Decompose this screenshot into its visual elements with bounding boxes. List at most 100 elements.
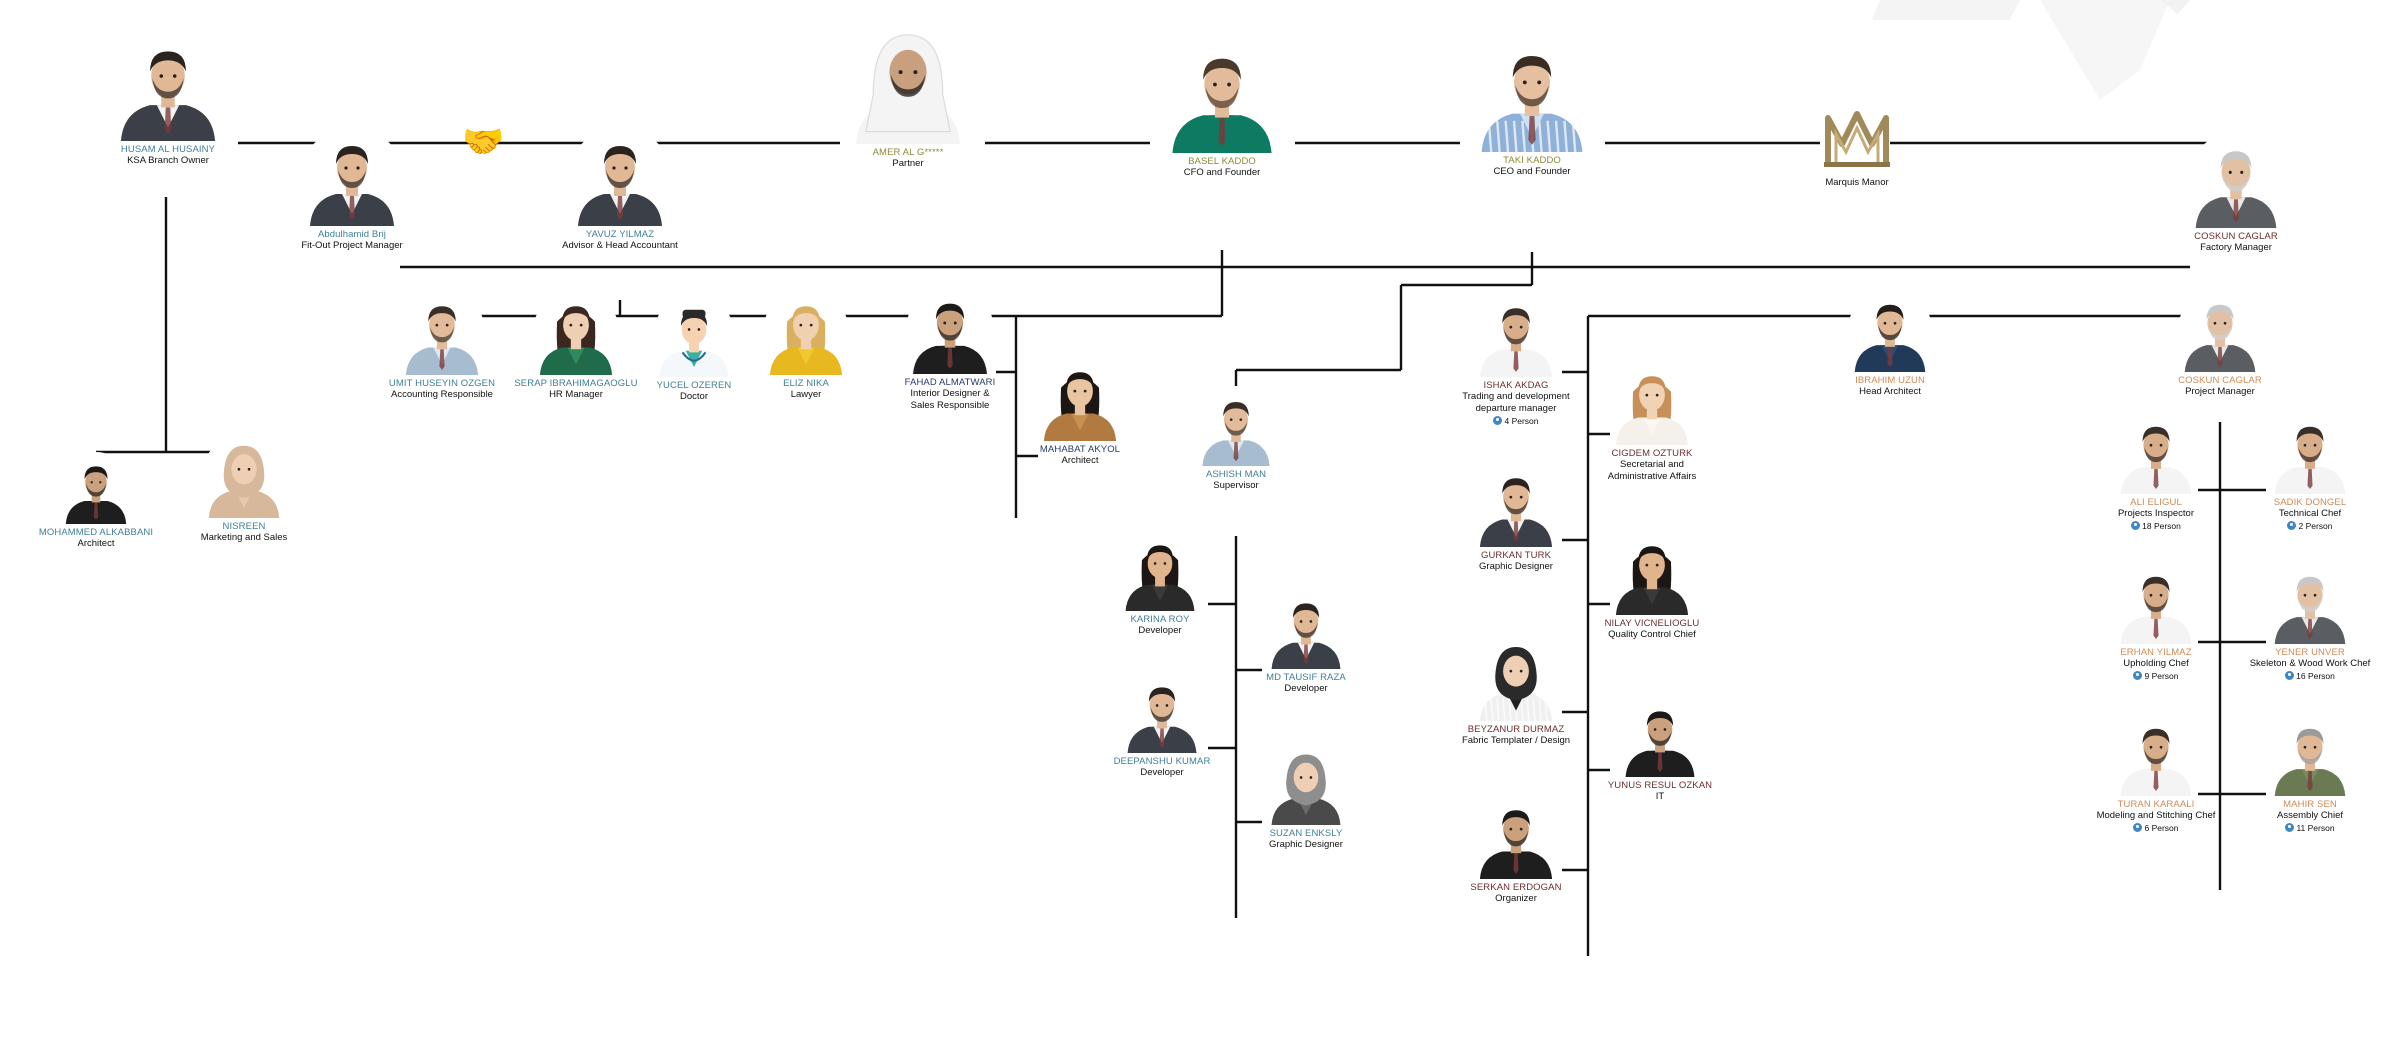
avatar	[202, 434, 286, 518]
person-name: Abdulhamid Brij	[317, 229, 387, 240]
person-role: Modeling and Stitching Chef	[2096, 810, 2216, 821]
person-role: Skeleton & Wood Work Chef	[2249, 658, 2371, 669]
marquis-manor-logo-mark	[1824, 111, 1890, 167]
person-name: YUNUS RESUL OZKAN	[1607, 780, 1713, 791]
avatar	[112, 29, 224, 141]
avatar	[2114, 560, 2198, 644]
person-name: MAHIR SEN	[2283, 799, 2337, 810]
avatar	[1473, 793, 1559, 879]
person-name: NILAY VICNELIOGLU	[1604, 618, 1700, 629]
person-name: HUSAM AL HUSAINY	[120, 144, 216, 155]
team-size: 18 Person	[2056, 521, 2256, 531]
person-role: Graphic Designer	[1479, 561, 1553, 572]
person-icon	[2133, 823, 2143, 832]
person-role: Developer	[1140, 767, 1184, 778]
person-role: Trading and development	[1462, 391, 1570, 402]
person-role: CFO and Founder	[1183, 167, 1261, 178]
avatar	[2268, 712, 2352, 796]
avatar	[763, 289, 849, 375]
person-name: SADIK DONGEL	[2273, 497, 2347, 508]
avatar	[1609, 529, 1695, 615]
person-role: Secretarial and	[1620, 459, 1684, 470]
avatar	[2268, 410, 2352, 494]
person-icon	[1493, 416, 1503, 425]
person-name: ISHAK AKDAG	[1483, 380, 1549, 391]
person-role: Factory Manager	[2200, 242, 2272, 253]
team-size-label: 2 Person	[2298, 521, 2333, 531]
person-role: IT	[1655, 791, 1665, 802]
team-size: 4 Person	[1416, 416, 1616, 426]
person-name: CIGDEM OZTURK	[1611, 448, 1693, 459]
person-role: Developer	[1138, 625, 1182, 636]
avatar	[2114, 410, 2198, 494]
person-role: KSA Branch Owner	[127, 155, 209, 166]
person-role: Architect	[1061, 455, 1099, 466]
avatar	[906, 286, 994, 374]
person-name: AMER AL G*****	[872, 147, 944, 158]
person-role: Accounting Responsible	[391, 389, 493, 400]
team-size-label: 16 Person	[2296, 671, 2335, 681]
team-size: 6 Person	[2056, 823, 2256, 833]
person-name: NISREEN	[222, 521, 266, 532]
team-size: 16 Person	[2210, 671, 2382, 681]
person-role: Lawyer	[790, 389, 822, 400]
person-role: HR Manager	[549, 389, 603, 400]
person-role: Assembly Chief	[2277, 810, 2343, 821]
person-name: ALI ELIGUL	[2130, 497, 2182, 508]
person-name: SERKAN ERDOGAN	[1470, 882, 1562, 893]
avatar	[1473, 635, 1559, 721]
person-name: YAVUZ YILMAZ	[585, 229, 655, 240]
person-name: ASHISH MAN	[1205, 469, 1267, 480]
person-name: BEYZANUR DURMAZ	[1467, 724, 1565, 735]
person-name: DEEPANSHU KUMAR	[1113, 756, 1211, 767]
avatar	[2114, 712, 2198, 796]
person-role: Project Manager	[2185, 386, 2255, 397]
person-name: TAKI KADDO	[1503, 155, 1561, 166]
person-name: TURAN KARAALI	[2117, 799, 2195, 810]
avatar	[1196, 386, 1276, 466]
person-name: COSKUN CAGLAR	[2178, 375, 2262, 386]
person-name: SERAP IBRAHIMAGAOGLU	[514, 378, 638, 389]
avatar	[1121, 671, 1203, 753]
avatar	[570, 126, 670, 226]
person-role-line2: Administrative Affairs	[1607, 471, 1697, 482]
person-name: MD TAUSIF RAZA	[1266, 672, 1346, 683]
team-size: 11 Person	[2210, 823, 2382, 833]
person-name: COSKUN CAGLAR	[2194, 231, 2278, 242]
avatar	[2188, 132, 2284, 228]
person-role: Fabric Templater / Design	[1461, 735, 1571, 746]
avatar	[1473, 461, 1559, 547]
person-role: Interior Designer &	[910, 388, 990, 399]
avatar	[2178, 288, 2262, 372]
person-role: Quality Control Chief	[1608, 629, 1696, 640]
person-icon	[2131, 521, 2141, 530]
avatar	[1619, 695, 1701, 777]
person-role-line2: Sales Responsible	[910, 400, 990, 411]
avatar	[1119, 529, 1201, 611]
person-role: Graphic Designer	[1269, 839, 1343, 850]
person-name: YENER UNVER	[2275, 647, 2345, 658]
person-role-line2: departure manager	[1475, 403, 1557, 414]
